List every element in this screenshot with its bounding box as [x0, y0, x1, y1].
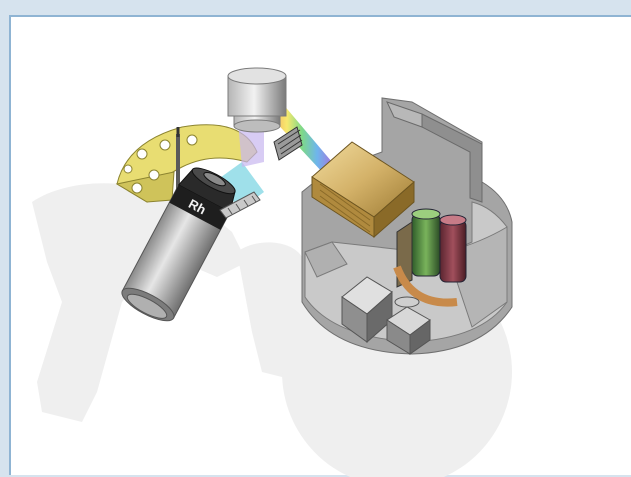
sample-holder-mesh: [219, 191, 261, 219]
detector-block-1: [341, 276, 393, 344]
goniometer-arc: [393, 265, 458, 307]
secondary-collimator: [311, 141, 415, 239]
primary-collimator: [273, 126, 303, 161]
diagram-panel: Rh: [9, 15, 631, 477]
sample-cup: [227, 67, 287, 133]
tube-anode-label: Rh: [186, 196, 208, 217]
sample-stage: [115, 124, 258, 203]
xray-tube: Rh: [121, 167, 236, 322]
detector-block-2: [386, 296, 431, 355]
xrf-spectrometer-diagram: Rh: [32, 67, 513, 477]
